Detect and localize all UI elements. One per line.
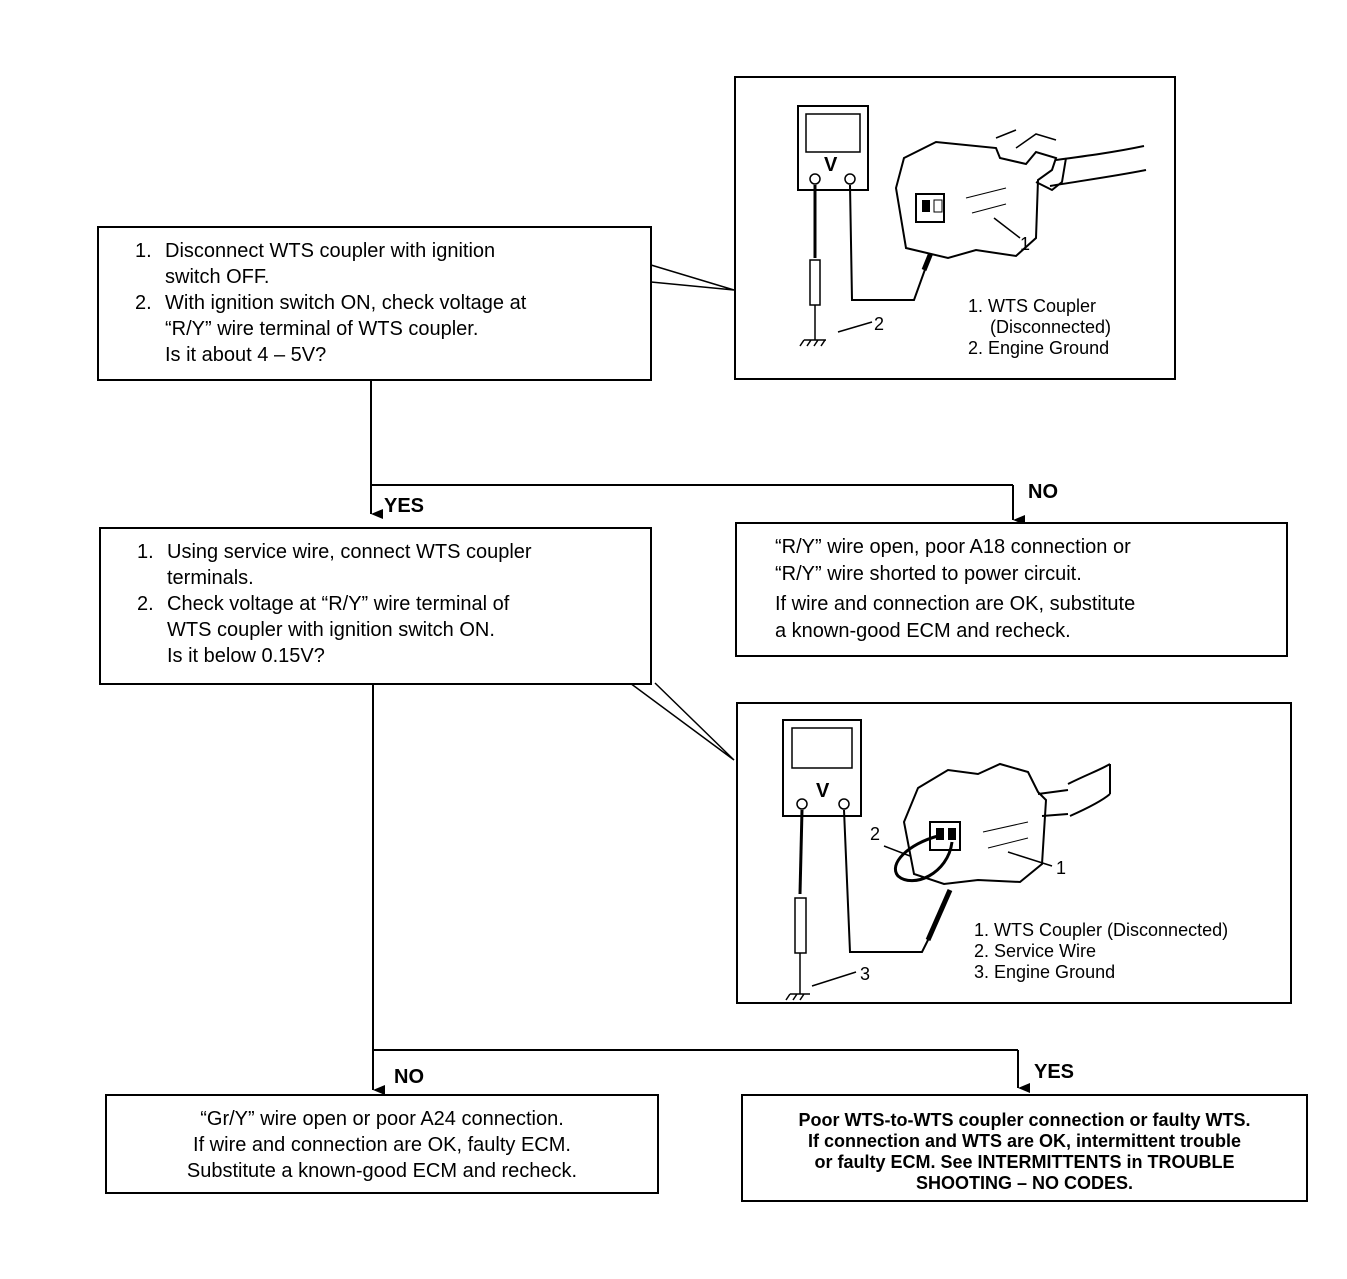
callout-number: 1 xyxy=(1020,234,1031,254)
callout-pointer-2 xyxy=(629,682,735,761)
step1-box: 1.Disconnect WTS coupler with ignition s… xyxy=(97,226,652,381)
figure1-legend: 1. WTS Coupler (Disconnected) 2. Engine … xyxy=(968,296,1112,358)
figure2-legend: 1. WTS Coupler (Disconnected) 2. Service… xyxy=(974,920,1229,982)
step2-line: Is it below 0.15V? xyxy=(167,645,325,667)
step1-line: “R/Y” wire terminal of WTS coupler. xyxy=(165,318,479,340)
step1-line: 1.Disconnect WTS coupler with ignition xyxy=(135,240,496,262)
result-line: a known-good ECM and recheck. xyxy=(775,620,1071,642)
result-line: “Gr/Y” wire open or poor A24 connection. xyxy=(200,1108,564,1130)
branch2-no-label: NO xyxy=(394,1066,424,1088)
step2-line: terminals. xyxy=(167,567,254,589)
step2-line: 2.Check voltage at “R/Y” wire terminal o… xyxy=(137,593,510,615)
branch2-yes-label: YES xyxy=(1034,1061,1075,1083)
result-line: “R/Y” wire shorted to power circuit. xyxy=(775,563,1082,585)
figure2-drawing xyxy=(782,719,1111,1001)
step2-line: 1.Using service wire, connect WTS couple… xyxy=(137,541,532,563)
voltmeter-label: V xyxy=(816,780,830,802)
result-line: If connection and WTS are OK, intermitte… xyxy=(807,1131,1242,1151)
branch1-yes-label: YES xyxy=(384,495,425,517)
step2-line: WTS coupler with ignition switch ON. xyxy=(167,619,495,641)
result-line: If wire and connection are OK, substitut… xyxy=(775,593,1136,615)
step1-line: 2.With ignition switch ON, check voltage… xyxy=(135,292,527,314)
yes-result2-box: Poor WTS-to-WTS coupler connection or fa… xyxy=(741,1094,1308,1202)
result-line: Poor WTS-to-WTS coupler connection or fa… xyxy=(798,1110,1251,1130)
voltmeter-label: V xyxy=(824,154,838,176)
no-result2-box: “Gr/Y” wire open or poor A24 connection.… xyxy=(105,1094,659,1194)
result-line: or faulty ECM. See INTERMITTENTS in TROU… xyxy=(814,1152,1235,1172)
figure2-box: V 1 2 3 1. WTS Coupler (Disconnected) 2.… xyxy=(736,702,1292,1004)
result-line: If wire and connection are OK, faulty EC… xyxy=(193,1134,571,1156)
wts-coupler-icon xyxy=(894,129,1147,260)
step2-box: 1.Using service wire, connect WTS couple… xyxy=(99,527,652,685)
step1-line: Is it about 4 – 5V? xyxy=(165,344,327,366)
callout-number: 3 xyxy=(860,964,871,984)
result-line: Substitute a known-good ECM and recheck. xyxy=(186,1160,578,1182)
wts-coupler-icon xyxy=(902,762,1111,886)
callout-number: 1 xyxy=(1056,858,1067,878)
figure1-box: V 1 2 1. WTS Coupler (Disconnected) 2. E… xyxy=(734,76,1176,380)
step1-line: switch OFF. xyxy=(165,266,270,288)
no-result1-box: “R/Y” wire open, poor A18 connection or … xyxy=(735,522,1288,657)
figure1-drawing xyxy=(797,105,1147,347)
branch1-no-label: NO xyxy=(1028,481,1058,503)
result-line: “R/Y” wire open, poor A18 connection or xyxy=(775,536,1131,558)
result-line: SHOOTING – NO CODES. xyxy=(915,1173,1134,1193)
callout-pointer-1 xyxy=(650,264,735,291)
callout-number: 2 xyxy=(874,314,885,334)
callout-number: 2 xyxy=(870,824,881,844)
